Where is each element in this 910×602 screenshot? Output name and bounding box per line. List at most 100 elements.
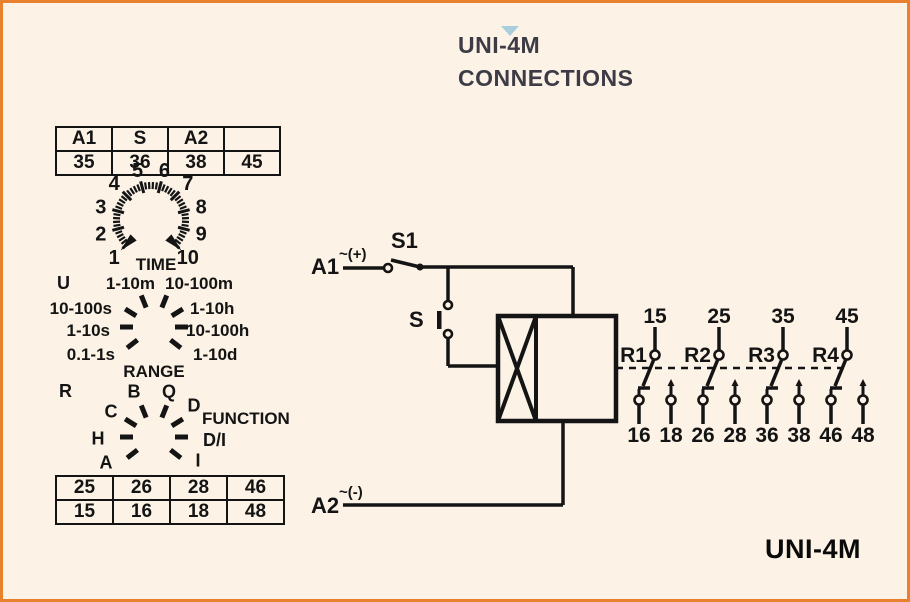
range-position-tick [169,337,183,350]
time-dial-tick [174,195,182,202]
function-option-label: D/I [203,430,227,450]
coil-cross-diagonal [496,315,538,422]
no-terminal-label: 18 [659,424,683,447]
range-position-tick [138,294,149,309]
page-title-line1: UNI-4M [458,32,541,58]
s-contact-top [442,299,454,311]
contact-top-terminal-label: 25 [707,305,731,328]
time-dial-tick [136,184,141,192]
table-cell: 46 [226,475,285,501]
range-position-tick [170,306,185,318]
function-option-label: B [127,381,141,402]
no-terminal-contact [665,394,677,406]
range-unit-label: U [57,273,70,293]
table-cell: 38 [167,150,225,176]
a1-polarity-label: ~(+) [339,246,367,263]
table-cell: 16 [112,499,171,525]
time-dial-number: 10 [177,247,199,269]
time-dial-tick [176,198,184,205]
range-option-label: 1-10h [190,299,235,318]
time-dial-tick [111,208,125,215]
relay-name-label: R2 [684,344,711,367]
contact-moving-arm [705,358,720,387]
terminal-a2-label: A2 [311,493,339,518]
time-dial-number: 5 [132,160,143,182]
time-dial-tick [113,212,121,217]
nc-terminal-contact [761,394,773,406]
no-terminal-label: 48 [851,424,875,447]
table-cell: 45 [223,150,281,176]
contact-moving-arm [641,358,656,387]
s-contact-bottom [442,328,454,340]
time-dial-tick [176,235,184,242]
bottom-terminal-table: 25 26 28 46 15 16 18 48 [55,475,285,525]
time-dial-tick [120,238,128,245]
time-dial-tick [143,182,148,190]
relay-name-label: R4 [812,344,839,367]
table-cell: A2 [167,126,225,152]
range-option-label: 1-10m [105,274,155,293]
time-dial-number: 1 [109,247,120,269]
table-cell: 25 [55,475,114,501]
time-dial-tick [169,190,181,202]
nc-terminal-contact [633,394,645,406]
nc-terminal-contact [825,394,837,406]
table-row: 25 26 28 46 [55,475,285,501]
relay-name-label: R1 [620,344,647,367]
table-cell [223,126,281,152]
model-name: UNI-4M [765,534,861,564]
contact-moving-arm [769,358,784,387]
range-option-label: 10-100s [49,299,112,318]
contact-top-terminal-label: 15 [643,305,667,328]
time-dial-label: TIME [135,255,177,274]
table-cell: S [111,126,169,152]
time-dial-tick [179,230,187,235]
time-dial-tick [116,233,124,239]
function-position-tick [170,416,185,428]
table-cell: A1 [55,126,113,152]
range-selector-label: RANGE [123,362,185,381]
function-option-label: H [91,428,105,449]
top-terminal-table: A1 S A2 35 36 38 45 [55,126,281,176]
time-dial-tick [161,184,166,192]
table-cell: 48 [226,499,285,525]
range-option-label: 10-100m [165,274,234,293]
function-position-tick [123,416,138,428]
range-option-label: 10-100h [186,321,250,340]
time-dial-number: 4 [109,173,121,195]
contact-top-terminal-label: 45 [835,305,859,328]
time-dial-tick [116,201,124,207]
function-option-label: C [104,401,118,422]
function-option-label: A [99,452,113,473]
no-terminal-label: 28 [723,424,747,447]
function-selector-dial [120,404,188,460]
range-option-label: 0.1-1s [66,345,115,364]
time-dial-tick [118,198,126,205]
contact-pivot [713,349,725,361]
function-position-tick [159,404,170,419]
range-option-label: 1-10d [193,345,238,364]
time-dial-tick [126,189,133,197]
range-position-tick [123,306,138,318]
s1-fixed-contact [382,262,394,274]
function-position-tick [169,447,183,460]
nc-terminal-label: 36 [755,424,778,447]
no-terminal-arrow-icon [859,379,867,386]
function-position-tick [138,404,149,419]
page-title-line2: CONNECTIONS [458,65,634,91]
table-cell: 35 [55,150,113,176]
time-dial-tick [115,205,123,210]
contact-top-terminal-label: 35 [771,305,795,328]
time-dial-tick [120,195,128,202]
s-button-actuator [437,311,442,329]
range-position-tick [159,294,170,309]
no-terminal-arrow-icon [795,379,803,386]
time-dial-pointer-icon [165,234,182,251]
time-dial-tick [166,187,173,195]
time-dial-tick [156,180,163,194]
